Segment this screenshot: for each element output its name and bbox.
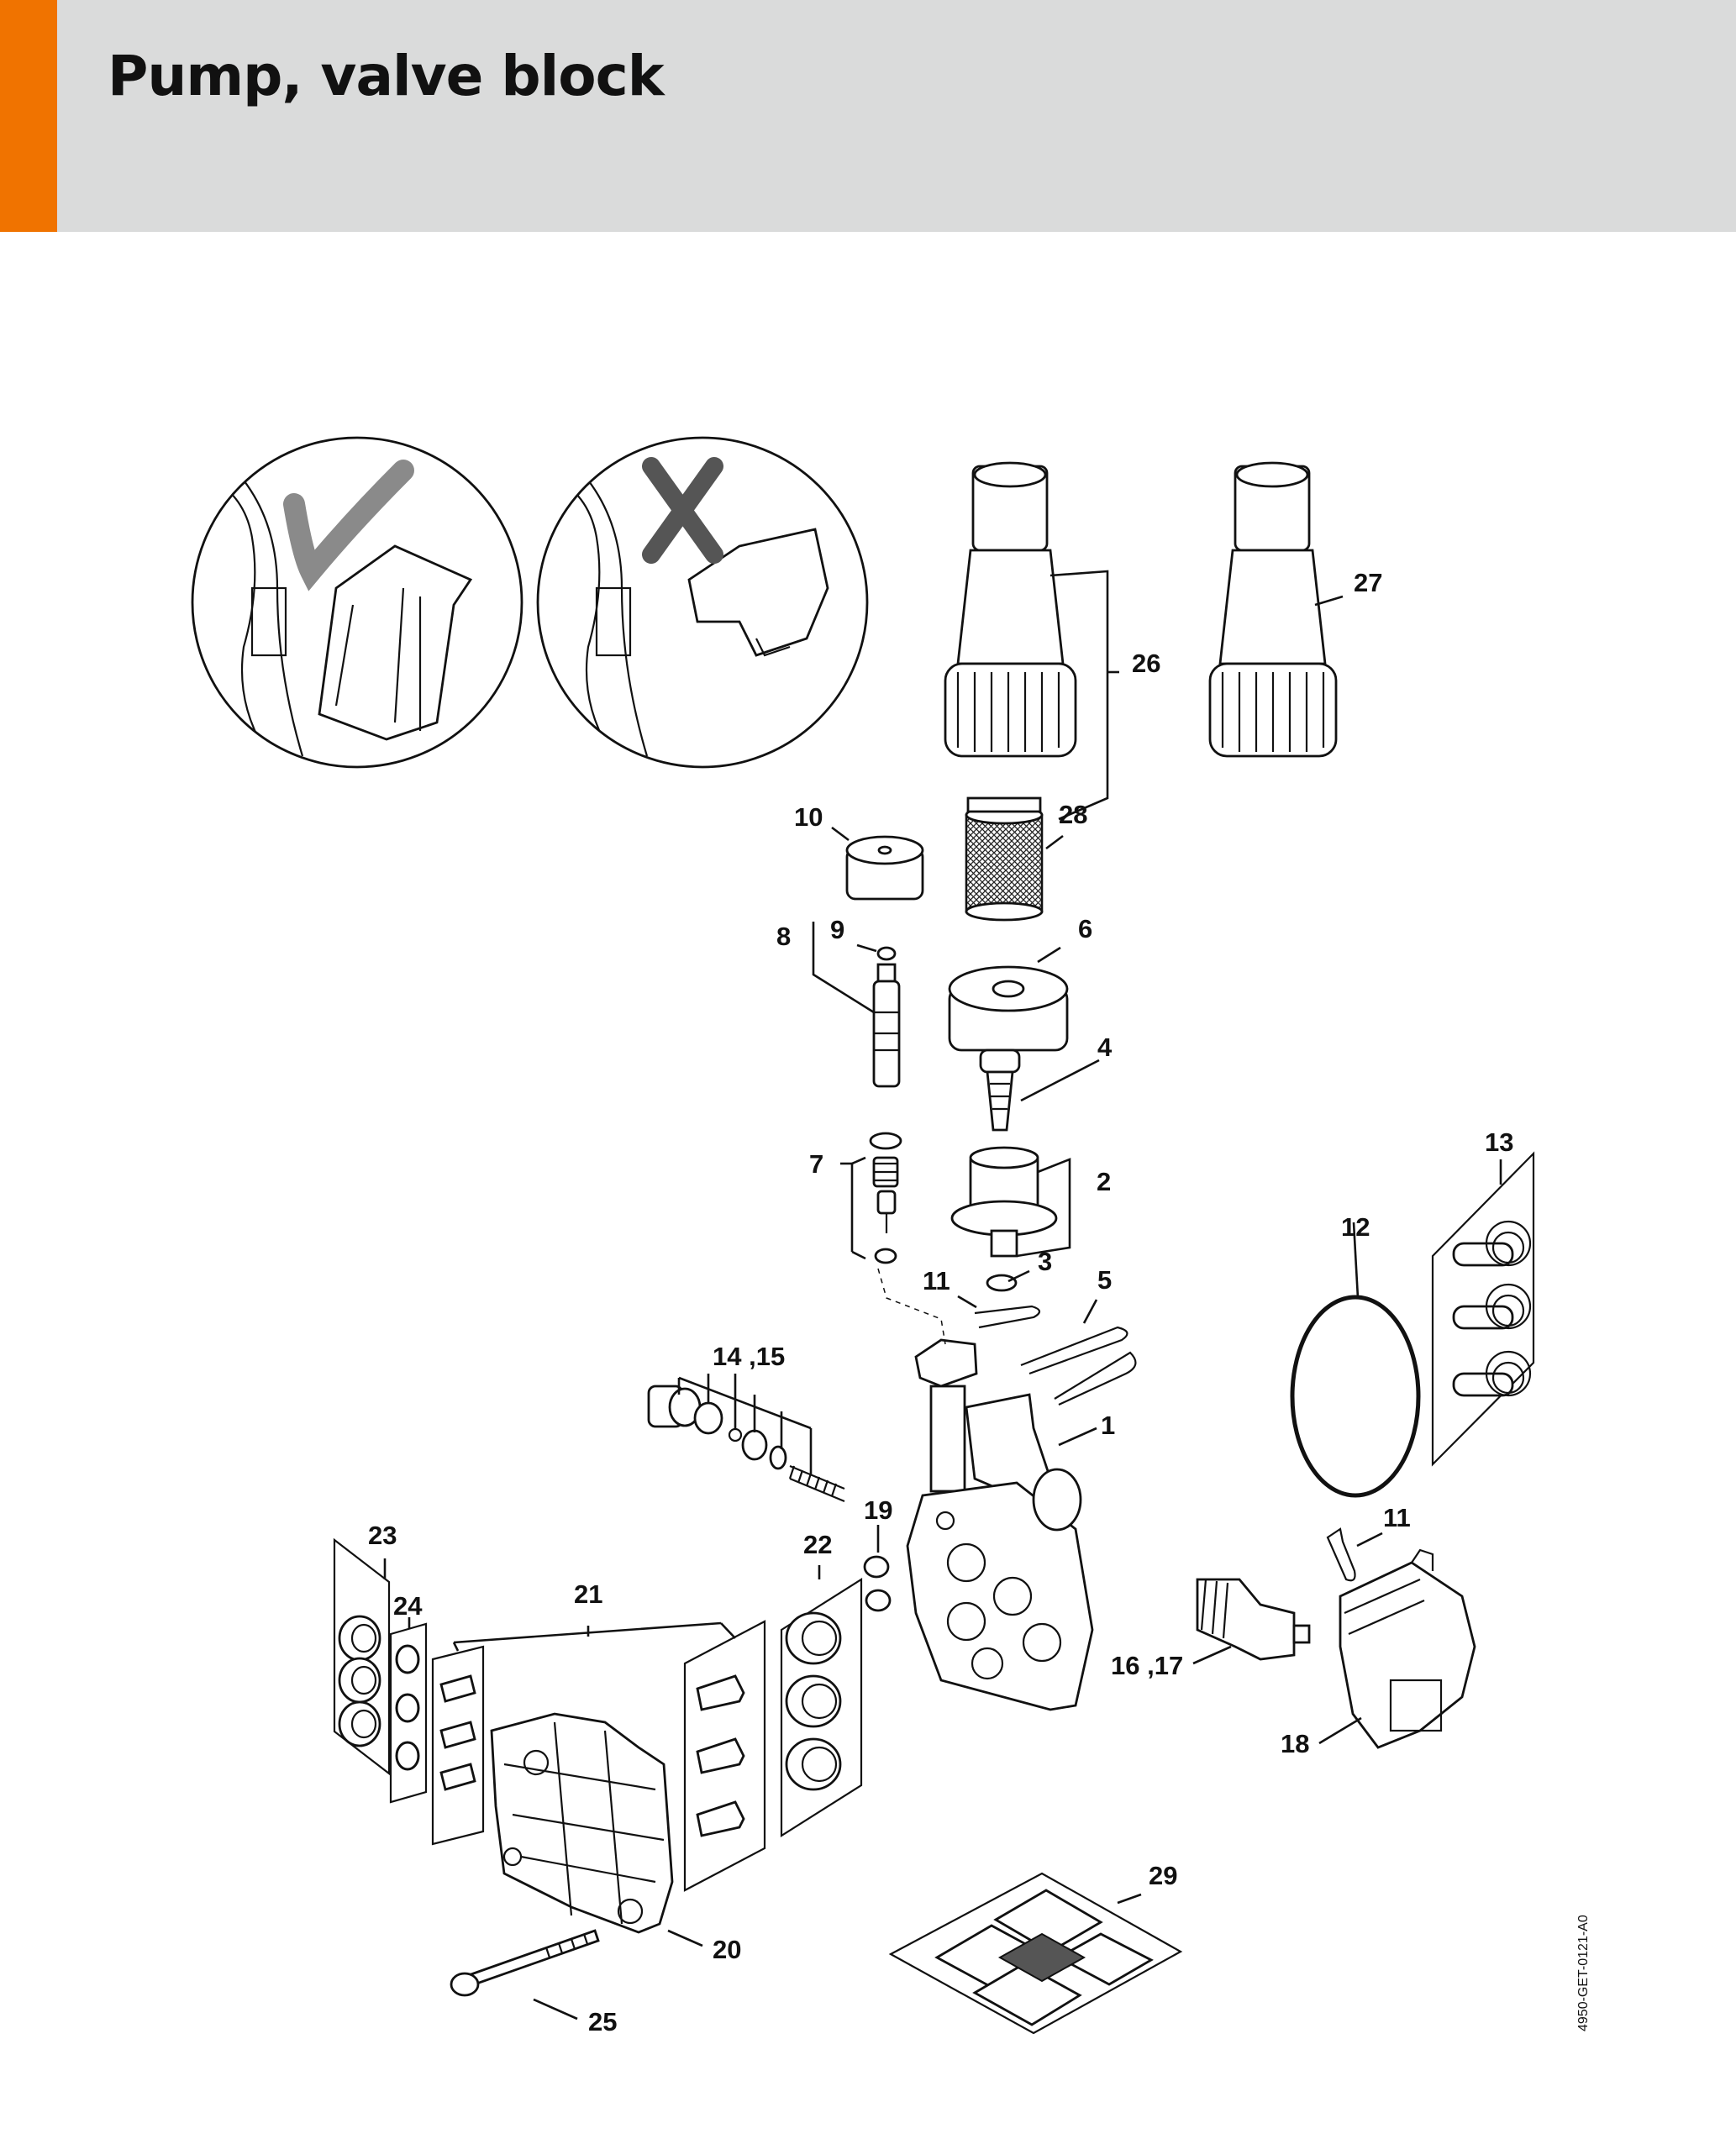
part-kit-panel-24 <box>389 1622 428 1804</box>
header-bar <box>0 0 1736 232</box>
callout-label: 27 <box>1354 568 1382 597</box>
accent-bar <box>0 0 57 232</box>
callout-label: 11 <box>1383 1503 1411 1532</box>
checkmark-icon <box>283 460 414 591</box>
part-valve-block-1 <box>906 1338 1094 1711</box>
callout-label: 2 <box>1097 1167 1111 1196</box>
callout-labels: 1 2 3 4 5 6 7 8 9 10 11 11 12 13 14 ,15 … <box>368 568 1513 2036</box>
detail-incorrect-installation <box>536 436 869 769</box>
callout-label: 11 <box>923 1266 950 1295</box>
callout-label: 24 <box>393 1591 423 1621</box>
part-kit-panel-29 <box>888 1872 1183 2035</box>
part-filter-mesh-28 <box>965 796 1044 922</box>
callout-label: 7 <box>809 1149 823 1179</box>
callout-label: 28 <box>1059 800 1087 829</box>
callout-label: 1 <box>1101 1411 1115 1440</box>
part-filter-housing-27 <box>1208 461 1338 758</box>
drawing-reference: 4950-GET-0121-A0 <box>1576 1915 1591 2031</box>
part-seal-10 <box>845 835 924 901</box>
leader-lines <box>383 570 1502 2021</box>
part-clip-5-upper <box>1020 1326 1128 1375</box>
cross-icon <box>642 457 723 564</box>
part-clip-11-upper <box>974 1305 1041 1329</box>
part-valve-8 <box>872 946 901 1088</box>
callout-label: 12 <box>1341 1212 1370 1242</box>
callout-label: 29 <box>1149 1861 1177 1890</box>
part-seal-6 <box>948 965 1069 1052</box>
callout-label: 3 <box>1038 1247 1052 1276</box>
callout-label: 25 <box>588 2007 617 2036</box>
part-pump-head-20 <box>490 1712 674 1934</box>
callout-label: 22 <box>803 1530 832 1559</box>
callout-label: 20 <box>713 1935 741 1964</box>
part-connector-2 <box>950 1146 1058 1258</box>
part-bolt-25 <box>450 1929 600 1997</box>
callout-label: 19 <box>864 1495 892 1525</box>
callout-label: 13 <box>1485 1127 1513 1157</box>
callout-label: 9 <box>830 915 844 944</box>
part-valve-16-17 <box>1196 1578 1311 1661</box>
callout-label: 26 <box>1132 649 1160 678</box>
part-pressure-switch-18 <box>1339 1548 1476 1749</box>
callout-label: 18 <box>1281 1729 1309 1758</box>
part-check-valve-4 <box>979 1048 1021 1132</box>
part-orings-19 <box>863 1555 892 1612</box>
part-kit-panel-21-left <box>431 1645 485 1846</box>
callout-label: 4 <box>1097 1033 1113 1062</box>
page-title: Pump, valve block <box>108 44 665 108</box>
part-filter-housing-26 <box>944 461 1077 758</box>
part-kit-panel-22 <box>780 1578 863 1837</box>
part-oring-12 <box>1290 1295 1421 1498</box>
part-valve-kit-7 <box>869 1132 902 1264</box>
part-kit-panel-23 <box>333 1537 391 1776</box>
callout-label: 8 <box>776 922 791 951</box>
part-kit-panel-13 <box>1431 1151 1535 1467</box>
callout-label: 16 ,17 <box>1111 1651 1183 1680</box>
callout-label: 5 <box>1097 1265 1112 1295</box>
callout-label: 21 <box>574 1579 602 1609</box>
part-clip-5-lower <box>1054 1351 1137 1406</box>
callout-label: 14 ,15 <box>713 1342 785 1371</box>
callout-label: 6 <box>1078 914 1092 943</box>
assembly-guide-line <box>877 1268 946 1345</box>
callout-label: 10 <box>794 802 823 832</box>
part-oring-3 <box>986 1274 1018 1292</box>
part-clip-11-lower <box>1326 1527 1356 1582</box>
detail-correct-installation <box>191 436 523 769</box>
part-kit-panel-21-right <box>683 1620 766 1892</box>
callout-label: 23 <box>368 1521 397 1550</box>
